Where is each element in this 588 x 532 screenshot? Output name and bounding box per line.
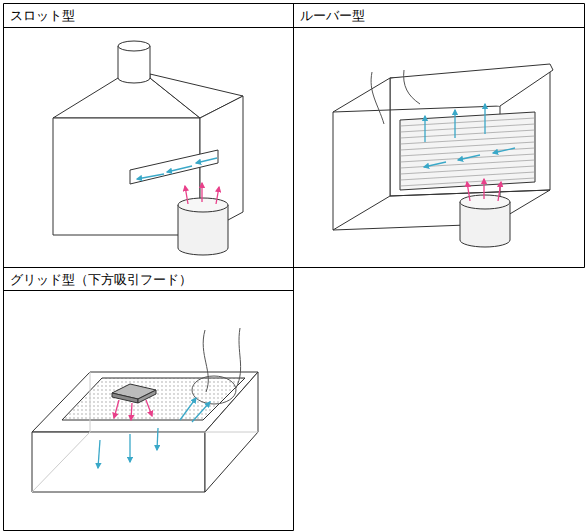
table-header-cell: スロット型 [4, 4, 293, 27]
table-grid [4, 4, 585, 531]
grid-hood [32, 328, 258, 492]
cell-heading: グリッド型（下方吸引フード） [10, 271, 287, 288]
table-header-cell: グリッド型（下方吸引フード） [4, 268, 293, 291]
table-header-cell: ルーバー型 [294, 4, 584, 27]
slot-hood [53, 41, 243, 255]
louver-hood [333, 64, 553, 247]
cell-heading: ルーバー型 [300, 7, 578, 24]
cell-heading: スロット型 [10, 7, 287, 24]
